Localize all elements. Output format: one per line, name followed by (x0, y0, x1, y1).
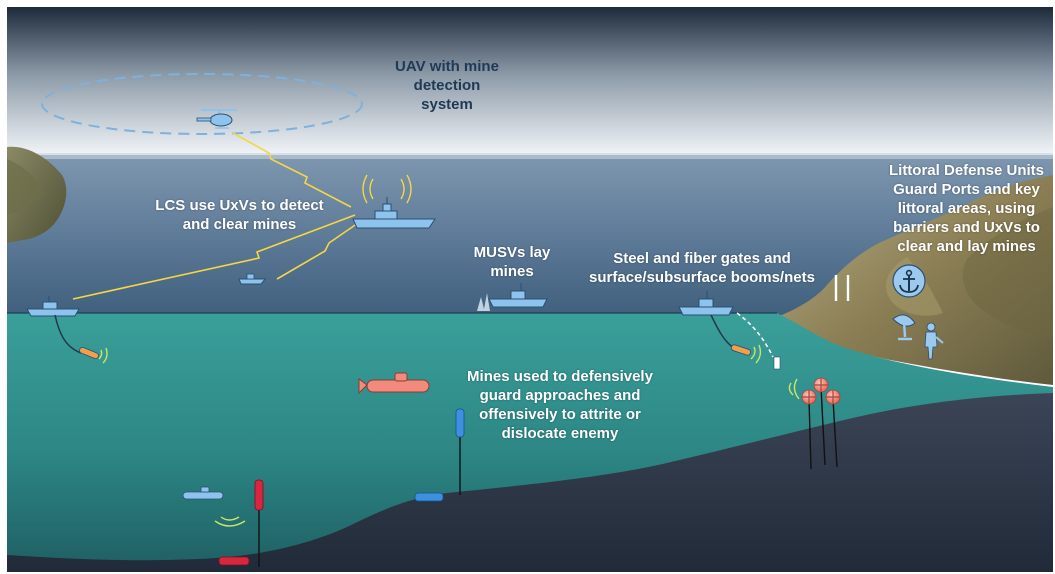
uav-orbit-path (41, 73, 363, 135)
lcs-label-line: LCS use UxVs to detect (155, 197, 324, 214)
diagram-canvas (7, 7, 1053, 572)
small-usv (238, 273, 267, 285)
signal-waves-icon (750, 344, 762, 364)
blue-tethered-mine (455, 408, 465, 495)
littoral-label-line: littoral areas, using (897, 200, 1036, 217)
right-uuv (730, 344, 752, 356)
radar-dish-icon (892, 314, 916, 341)
naval-mine-warfare-diagram: UAV with mine detection system LCS use U… (7, 7, 1053, 572)
gates-label-line: surface/subsurface booms/nets (589, 269, 815, 286)
uav-label-line: system (421, 96, 473, 113)
musv-label-line: mines (490, 263, 534, 280)
seabed (7, 393, 1053, 572)
anchor-icon (892, 264, 926, 298)
blue-bottom-mine (414, 492, 444, 502)
helicopter-icon (196, 109, 237, 129)
musv-label: MUSVs lay mines (457, 243, 567, 281)
mines-label-line: dislocate enemy (501, 425, 619, 442)
left-uuv (79, 346, 99, 360)
sky (7, 7, 1053, 157)
towed-sensor (773, 356, 781, 370)
barrier-gates (834, 275, 850, 301)
lcs-label-line: and clear mines (182, 216, 297, 233)
red-tethered-mine (254, 479, 264, 567)
submarine (358, 372, 430, 395)
signal-waves-icon (98, 347, 108, 364)
mines-label-line: offensively to attrite or (479, 406, 641, 423)
mines-label: Mines used to defensively guard approach… (455, 367, 665, 443)
littoral-label-line: clear and lay mines (897, 238, 1036, 255)
signal-waves-icon (362, 174, 412, 204)
mines-label-line: Mines used to defensively (467, 368, 653, 385)
lcs-ship (352, 174, 436, 229)
lcs-label: LCS use UxVs to detect and clear mines (137, 196, 342, 234)
moored-mines (801, 377, 841, 470)
gates-label-line: Steel and fiber gates and (613, 250, 791, 267)
soldier-icon (924, 322, 944, 360)
littoral-label-line: barriers and UxVs to (893, 219, 1040, 236)
signal-waves-icon (788, 378, 800, 400)
left-lcs-ship (26, 296, 80, 317)
littoral-label-line: Guard Ports and key (893, 181, 1040, 198)
littoral-label: Littoral Defense Units Guard Ports and k… (880, 161, 1053, 256)
mines-label-line: guard approaches and (479, 387, 641, 404)
littoral-label-line: Littoral Defense Units (888, 162, 1045, 179)
small-submarine (182, 486, 224, 500)
uav-label: UAV with mine detection system (362, 57, 532, 114)
musv-ship (488, 283, 548, 308)
right-lcs-ship (678, 291, 734, 316)
gates-label: Steel and fiber gates and surface/subsur… (577, 249, 827, 287)
signal-waves-icon (214, 516, 246, 527)
mine-splash (477, 293, 490, 311)
red-bottom-mine (218, 556, 250, 566)
musv-label-line: MUSVs lay (473, 244, 551, 261)
uav-label-line: detection (413, 77, 481, 94)
uav-label-line: UAV with mine (395, 58, 499, 75)
comm-links (72, 132, 362, 300)
